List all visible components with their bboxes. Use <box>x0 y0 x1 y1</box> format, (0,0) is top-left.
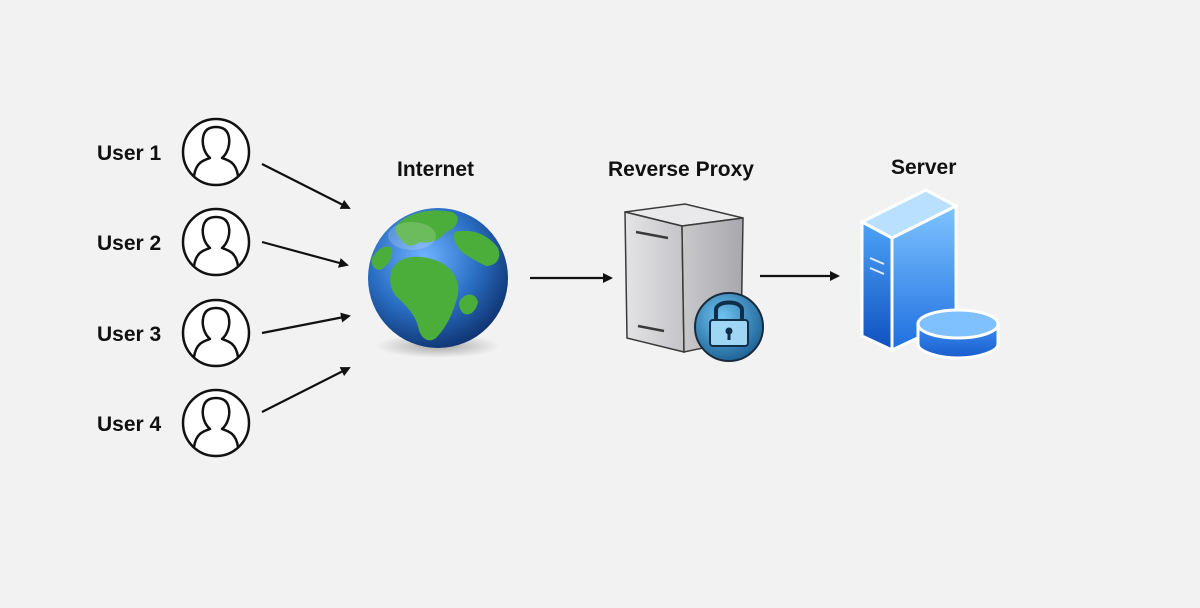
server-label: Server <box>891 156 957 179</box>
user-3-label: User 3 <box>97 323 162 346</box>
locked-server-icon <box>624 203 764 362</box>
arrow-user-2-to-internet <box>261 240 349 268</box>
server-database-icon <box>858 188 1000 360</box>
globe-icon <box>368 208 508 358</box>
lock-icon <box>694 292 764 362</box>
arrow-user-1-to-internet <box>261 163 351 209</box>
user-3-icon <box>181 298 251 368</box>
arrow-user-4-to-internet <box>261 367 351 413</box>
user-2-label: User 2 <box>97 232 162 255</box>
user-1-label: User 1 <box>97 142 162 165</box>
user-4-label: User 4 <box>97 413 162 436</box>
database-icon <box>916 308 1000 360</box>
reverse-proxy-label: Reverse Proxy <box>608 158 754 181</box>
user-1-icon <box>181 117 251 187</box>
user-2-icon <box>181 207 251 277</box>
internet-label: Internet <box>397 158 475 181</box>
user-4-icon <box>181 388 251 458</box>
arrow-user-3-to-internet <box>261 312 351 335</box>
